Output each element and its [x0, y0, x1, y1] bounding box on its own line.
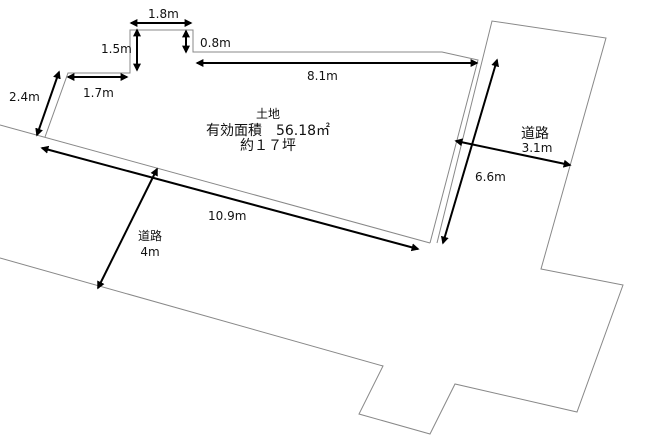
dim-arrow-4m — [97, 167, 158, 290]
dim-label-1-7m: 1.7m — [83, 86, 114, 100]
road-front-edge — [0, 124, 431, 244]
dim-label-10-9m: 10.9m — [208, 209, 246, 223]
dim-label-8-1m: 8.1m — [307, 69, 338, 83]
dim-label-6-6m: 6.6m — [475, 170, 506, 184]
dim-arrow-2-4m — [35, 70, 61, 137]
dim-label-0-8m: 0.8m — [200, 36, 231, 50]
road-front-width: 4m — [140, 245, 159, 259]
road-side-label: 道路 — [521, 126, 549, 142]
lot-tsubo: 約１７坪 — [240, 138, 296, 154]
dim-label-1-5m: 1.5m — [101, 42, 132, 56]
lot-area: 有効面積 56.18㎡ — [206, 123, 330, 139]
lot-label: 土地 — [256, 107, 280, 121]
dim-label-2-4m: 2.4m — [9, 90, 40, 104]
dim-arrow-6-6m — [440, 58, 500, 245]
dim-arrow-10-9m — [40, 145, 420, 252]
dim-label-1-8m: 1.8m — [148, 7, 179, 21]
road-side-outline — [0, 20, 624, 435]
road-front-label: 道路 — [138, 228, 162, 243]
road-side-width: 3.1m — [522, 141, 553, 155]
dim-arrow-3-1m — [454, 138, 572, 168]
